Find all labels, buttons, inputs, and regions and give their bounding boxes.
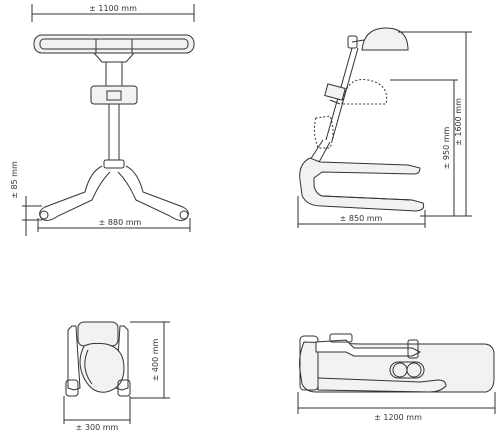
- folded-side-body: [299, 333, 495, 393]
- side-height-mid-label: ± 950 mm: [442, 126, 451, 169]
- folded-top-body: [65, 321, 131, 397]
- lamp-head-side: [361, 27, 409, 51]
- front-column: [90, 61, 138, 169]
- front-base-legs: [39, 165, 189, 221]
- front-foot-label: ± 85 mm: [10, 161, 19, 199]
- front-width-dimension: ± 1100 mm: [31, 4, 195, 22]
- side-height-dimensions: ± 950 mm ± 1600 mm: [390, 31, 472, 217]
- front-base-label: ± 880 mm: [99, 218, 142, 227]
- front-foot-dimension: ± 85 mm: [10, 161, 42, 236]
- folded-side-view: ± 1200 mm: [297, 333, 496, 422]
- front-view: ± 1100 mm: [10, 4, 195, 236]
- alternate-head-position: [341, 79, 388, 105]
- side-depth-dimension: ± 850 mm: [297, 196, 426, 228]
- folded-top-width-label: ± 300 mm: [76, 423, 119, 432]
- folded-side-length-label: ± 1200 mm: [374, 413, 422, 422]
- front-base-dimension: ± 880 mm: [37, 218, 191, 232]
- folded-top-height-label: ± 400 mm: [151, 338, 160, 381]
- side-view: ± 950 mm ± 1600 mm ± 850 mm: [297, 27, 472, 228]
- side-height-full-label: ± 1600 mm: [454, 98, 463, 146]
- folded-top-width-dimension: ± 300 mm: [63, 396, 131, 432]
- folded-top-height-dimension: ± 400 mm: [130, 321, 170, 399]
- folded-top-view: ± 400 mm ± 300 mm: [63, 321, 170, 432]
- side-depth-label: ± 850 mm: [340, 214, 383, 223]
- front-width-label: ± 1100 mm: [89, 4, 137, 13]
- folded-side-length-dimension: ± 1200 mm: [297, 392, 496, 422]
- lamp-head-front: [33, 34, 195, 63]
- side-arm: [309, 35, 365, 165]
- side-base: [299, 157, 425, 212]
